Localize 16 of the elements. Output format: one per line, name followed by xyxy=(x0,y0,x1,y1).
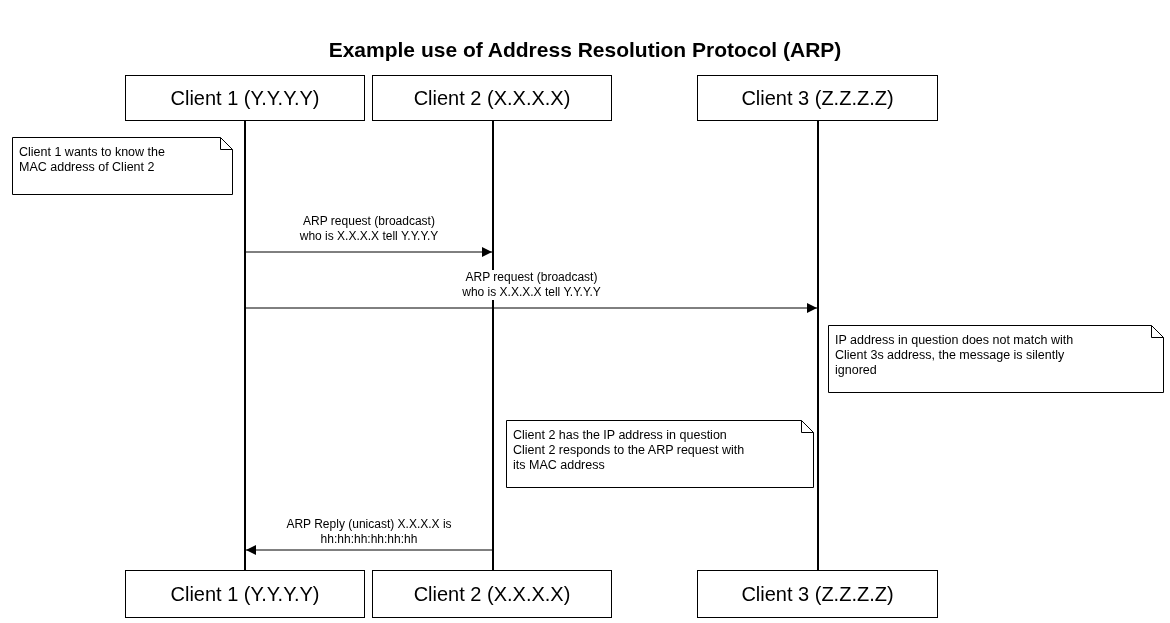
lifeline xyxy=(244,121,246,570)
participant-box: Client 3 (Z.Z.Z.Z) xyxy=(697,75,938,121)
diagram-title: Example use of Address Resolution Protocol (ARP) xyxy=(327,38,843,62)
note-box: Client 1 wants to know the MAC address of Client 2 xyxy=(12,137,233,195)
lifeline xyxy=(817,121,819,570)
participant-box: Client 3 (Z.Z.Z.Z) xyxy=(697,570,938,618)
note-box: Client 2 has the IP address in question Client 2 responds to the ARP request with its MAC address xyxy=(506,420,814,488)
participant-box: Client 1 (Y.Y.Y.Y) xyxy=(125,570,365,618)
participant-box: Client 1 (Y.Y.Y.Y) xyxy=(125,75,365,121)
message-arrow xyxy=(245,303,818,313)
participant-box: Client 2 (X.X.X.X) xyxy=(372,570,612,618)
message-arrow xyxy=(245,545,493,555)
lifeline xyxy=(492,121,494,570)
note-box: IP address in question does not match with Client 3s address, the message is silently ignored xyxy=(828,325,1164,393)
participant-box: Client 2 (X.X.X.X) xyxy=(372,75,612,121)
message-arrow xyxy=(245,247,493,257)
